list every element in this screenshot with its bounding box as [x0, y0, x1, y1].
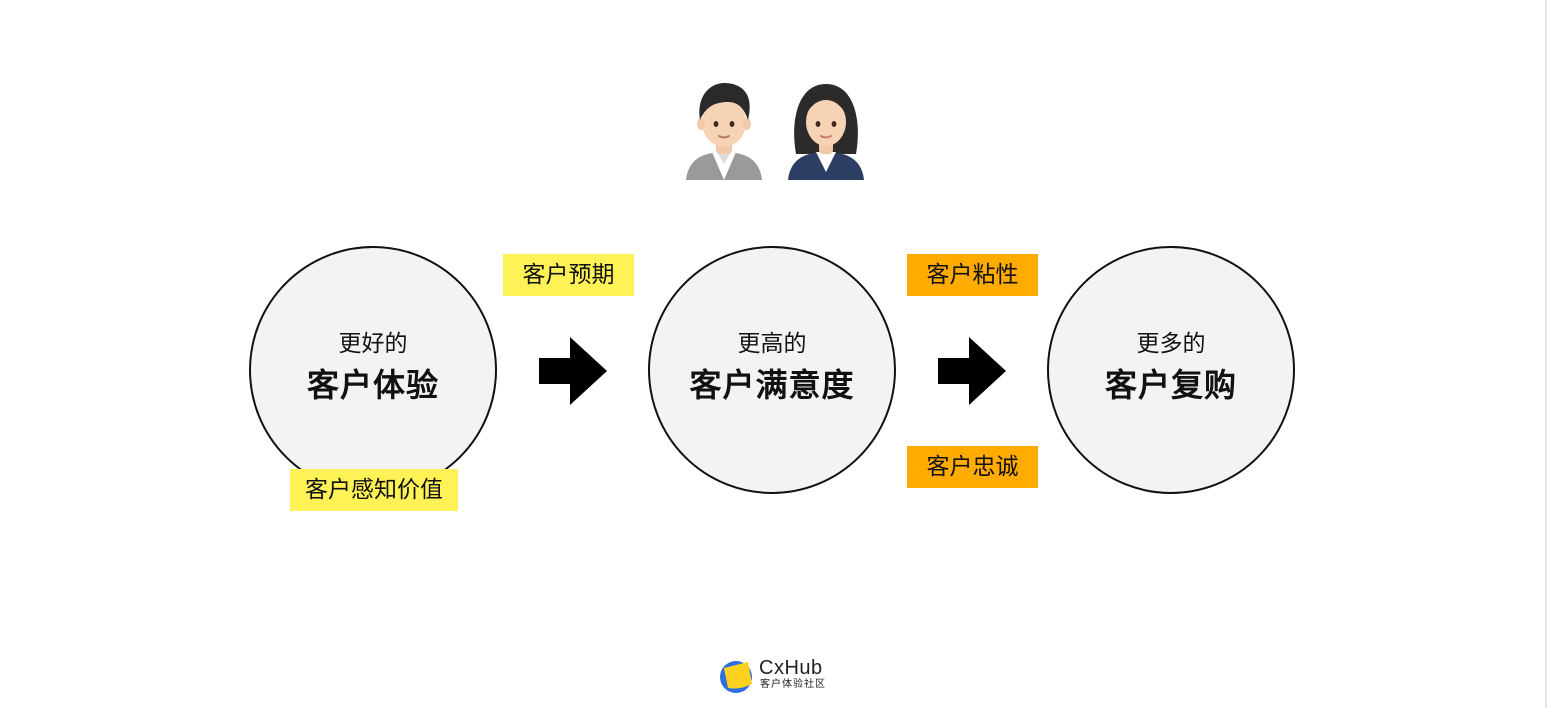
- circle-prefix: 更多的: [1136, 331, 1206, 357]
- circle-prefix: 更好的: [338, 331, 408, 357]
- tag-perceived-value: 客户感知价值: [290, 469, 458, 511]
- circle-customer-satisfaction: 更高的 客户满意度: [648, 246, 896, 494]
- circle-customer-repurchase: 更多的 客户复购: [1047, 246, 1295, 494]
- logo-name: CxHub: [759, 657, 823, 679]
- woman-office-worker-icon: [784, 80, 868, 180]
- man-office-worker-icon: [682, 80, 766, 180]
- logo-subtitle: 客户体验社区: [760, 679, 826, 690]
- right-arrow-icon: [938, 337, 1006, 405]
- tag-expectation: 客户预期: [503, 254, 634, 296]
- circle-customer-experience: 更好的 客户体验: [249, 246, 497, 494]
- circle-title: 客户复购: [1104, 366, 1237, 404]
- circle-title: 客户体验: [306, 366, 439, 404]
- cxhub-logo: CxHub 客户体验社区: [718, 656, 838, 696]
- right-edge-line: [1545, 0, 1547, 708]
- circle-title: 客户满意度: [689, 366, 855, 404]
- tag-stickiness: 客户粘性: [907, 254, 1038, 296]
- people-group: [680, 80, 870, 182]
- cxhub-logo-mark-icon: [720, 661, 752, 693]
- tag-loyalty: 客户忠诚: [907, 446, 1038, 488]
- circle-prefix: 更高的: [737, 331, 807, 357]
- right-arrow-icon: [539, 337, 607, 405]
